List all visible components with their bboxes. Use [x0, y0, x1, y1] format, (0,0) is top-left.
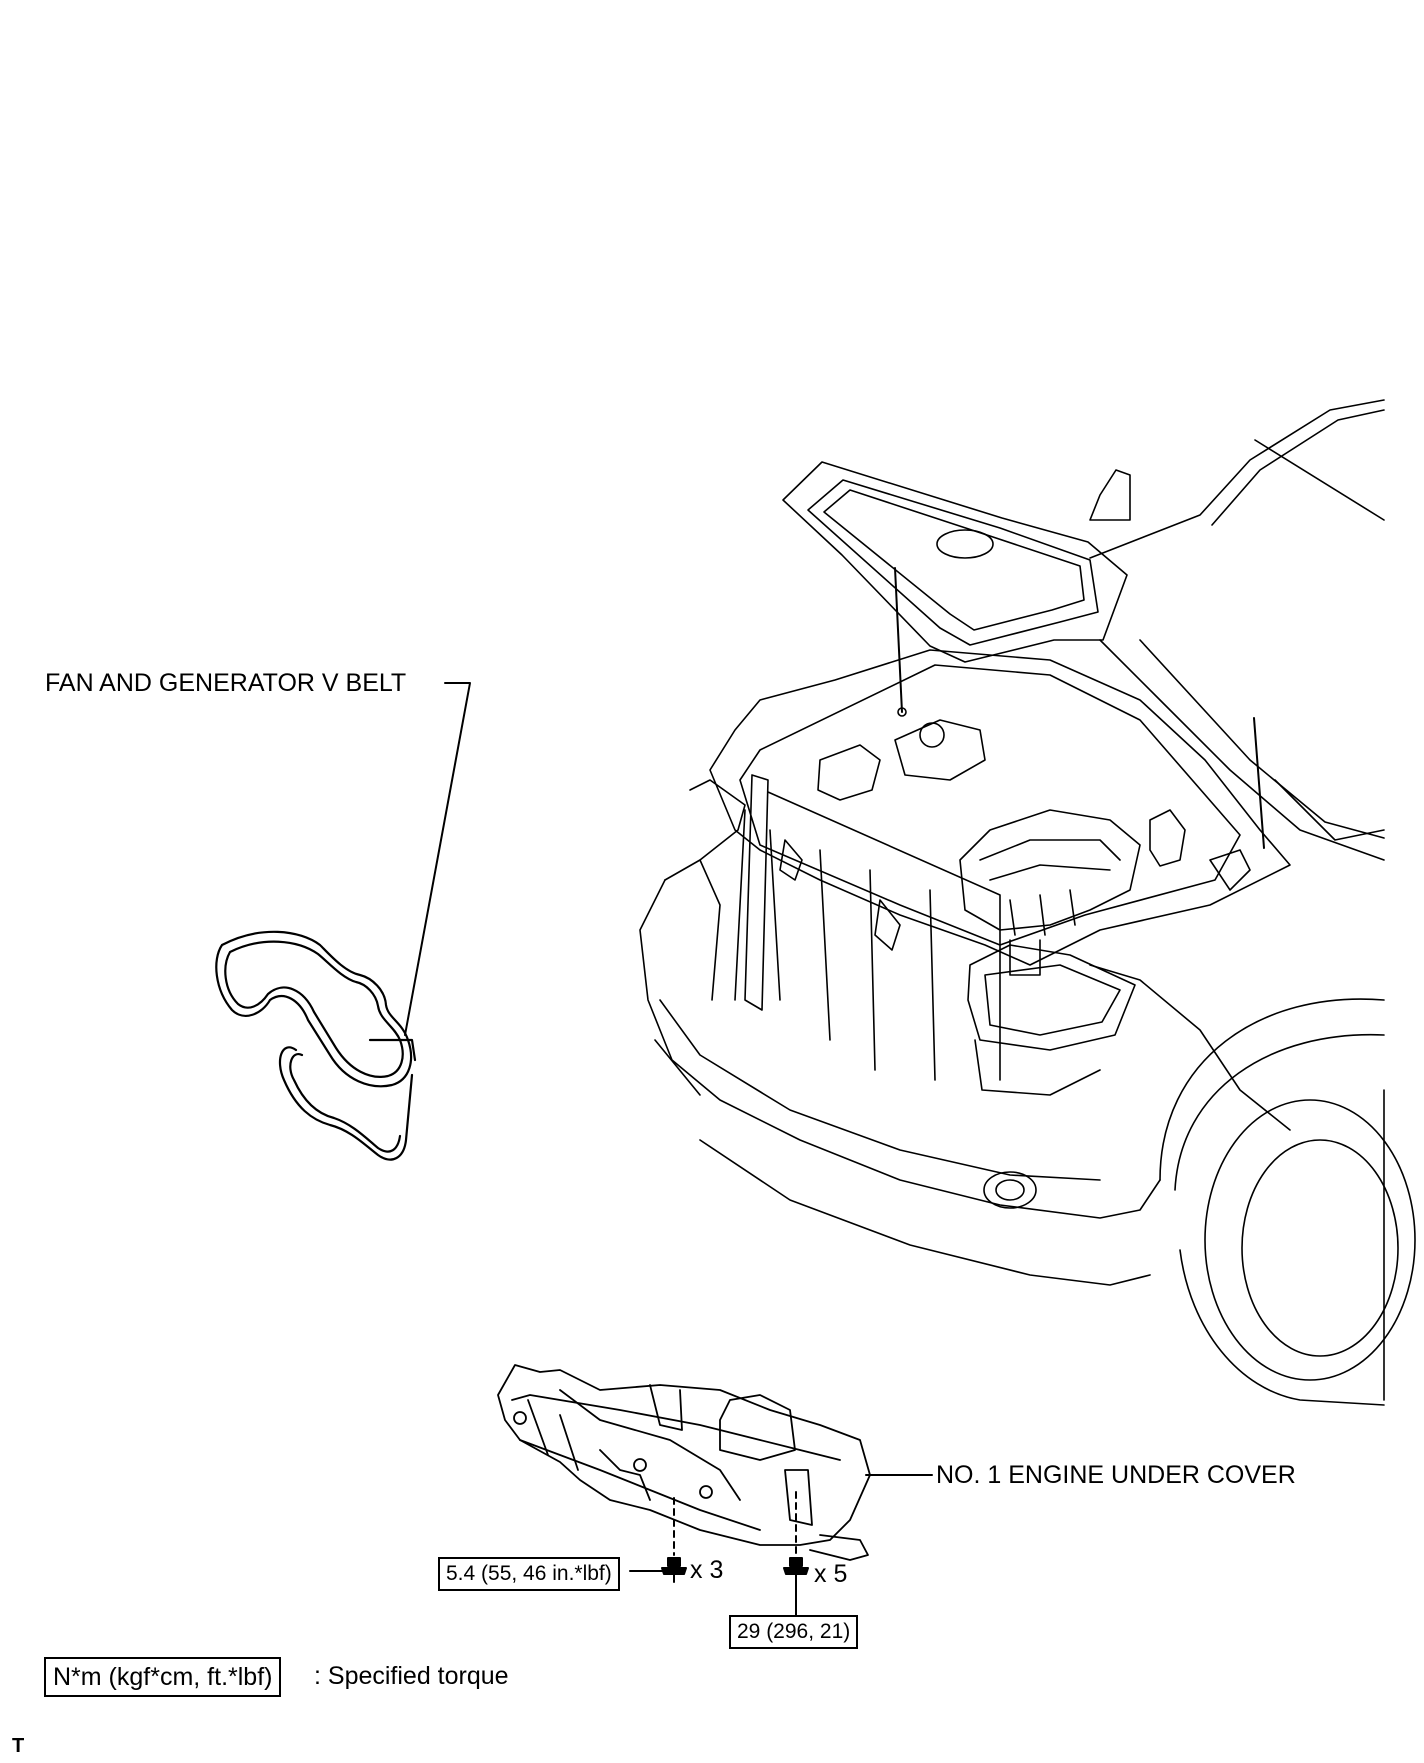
headlamp: [967, 944, 1136, 1051]
v-belt-illustration: [215, 930, 417, 1161]
left-torque-box: 5.4 (55, 46 in.*lbf): [438, 1557, 620, 1592]
hood-strut-right: [1253, 717, 1265, 849]
footer-mark: T: [12, 1735, 25, 1757]
front-wheel: [1204, 1099, 1416, 1381]
under-cover-label: NO. 1 ENGINE UNDER COVER: [936, 1461, 1296, 1489]
hood-strut-left: [894, 567, 903, 713]
legend-description: : Specified torque: [314, 1662, 509, 1690]
left-quantity: x 3: [690, 1556, 724, 1584]
front-wheel-arch: [1159, 998, 1385, 1181]
legend-unit-box: N*m (kgf*cm, ft.*lbf): [44, 1657, 282, 1698]
hood-panel: [782, 461, 1128, 663]
vehicle-illustration: [639, 399, 1416, 1406]
under-cover-illustration: [497, 1364, 933, 1616]
fog-lamp: [983, 1171, 1037, 1209]
bolt-icon-left: [661, 1557, 687, 1583]
engine-block: [959, 809, 1141, 931]
windshield: [1089, 399, 1385, 559]
front-bumper: [639, 879, 1161, 1219]
front-fender: [1099, 639, 1385, 861]
bolt-icon-right: [783, 1557, 809, 1583]
right-quantity: x 5: [814, 1560, 848, 1588]
engine-bay: [709, 649, 1291, 966]
right-torque-box: 29 (296, 21): [729, 1615, 859, 1650]
v-belt-leader: [404, 682, 471, 1036]
v-belt-label: FAN AND GENERATOR V BELT: [45, 669, 407, 697]
